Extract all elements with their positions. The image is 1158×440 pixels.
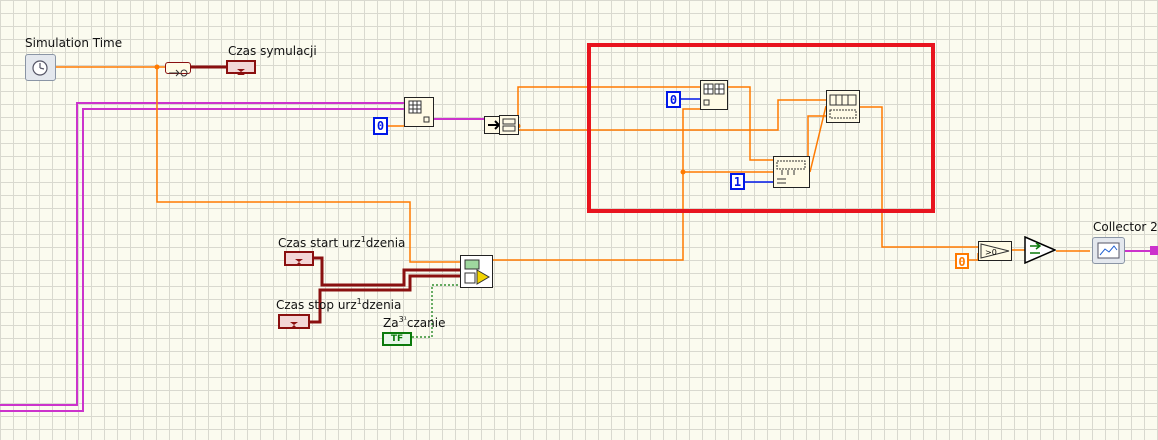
cluster-elements-node[interactable] (499, 115, 519, 135)
compare-constant[interactable]: 0 (955, 253, 969, 269)
czas-stop-control[interactable] (278, 314, 310, 329)
czas-symulacji-label: Czas symulacji (228, 44, 317, 58)
compare-icon: >0 (980, 243, 1010, 259)
greater-than-node[interactable]: >0 (978, 241, 1012, 261)
zalaczanie-boolean-control[interactable]: TF (382, 332, 412, 346)
graph-icon (1097, 242, 1120, 259)
simulation-time-terminal[interactable] (25, 54, 56, 81)
time-window-subvi[interactable] (460, 255, 493, 288)
index-array-icon (703, 83, 725, 106)
subvi-icon (464, 259, 490, 285)
czas-start-label: Czas start urz1dzenia (278, 235, 406, 251)
cluster-icon (502, 118, 516, 132)
array-subset-icon (776, 160, 806, 184)
czas-stop-label: Czas stop urz1dzenia (276, 297, 402, 313)
cluster-wire (0, 102, 404, 406)
timestamp-icon (237, 69, 245, 75)
collector-label: Collector 2 (1093, 220, 1158, 234)
array-constant[interactable]: 0 (373, 117, 388, 135)
cluster-wire (0, 108, 404, 412)
timestamp-icon (295, 259, 303, 266)
convert-icon (169, 69, 188, 77)
zalaczanie-label: Za3¹czanie (383, 315, 446, 331)
array-icon (408, 100, 430, 123)
czas-symulacji-indicator[interactable] (226, 60, 256, 75)
index-constant[interactable]: 0 (666, 91, 681, 108)
simulation-time-label: Simulation Time (25, 36, 123, 50)
collector-terminal[interactable] (1092, 237, 1125, 264)
array-subset-node[interactable] (773, 156, 810, 188)
to-timestamp-node[interactable] (165, 62, 191, 77)
replace-array-subset-node[interactable] (826, 90, 860, 123)
build-array-node[interactable] (404, 97, 434, 127)
timestamp-icon (290, 322, 298, 329)
select-node[interactable] (1024, 235, 1057, 265)
czas-start-control[interactable] (284, 251, 314, 266)
clock-icon (32, 60, 48, 76)
highlight-frame (587, 43, 935, 213)
collector-output-dot (1150, 246, 1158, 255)
index-array-node[interactable] (700, 80, 728, 110)
length-constant[interactable]: 1 (730, 173, 745, 190)
svg-text:>0: >0 (985, 248, 997, 257)
select-icon (1024, 235, 1057, 265)
replace-subset-icon (829, 94, 857, 119)
